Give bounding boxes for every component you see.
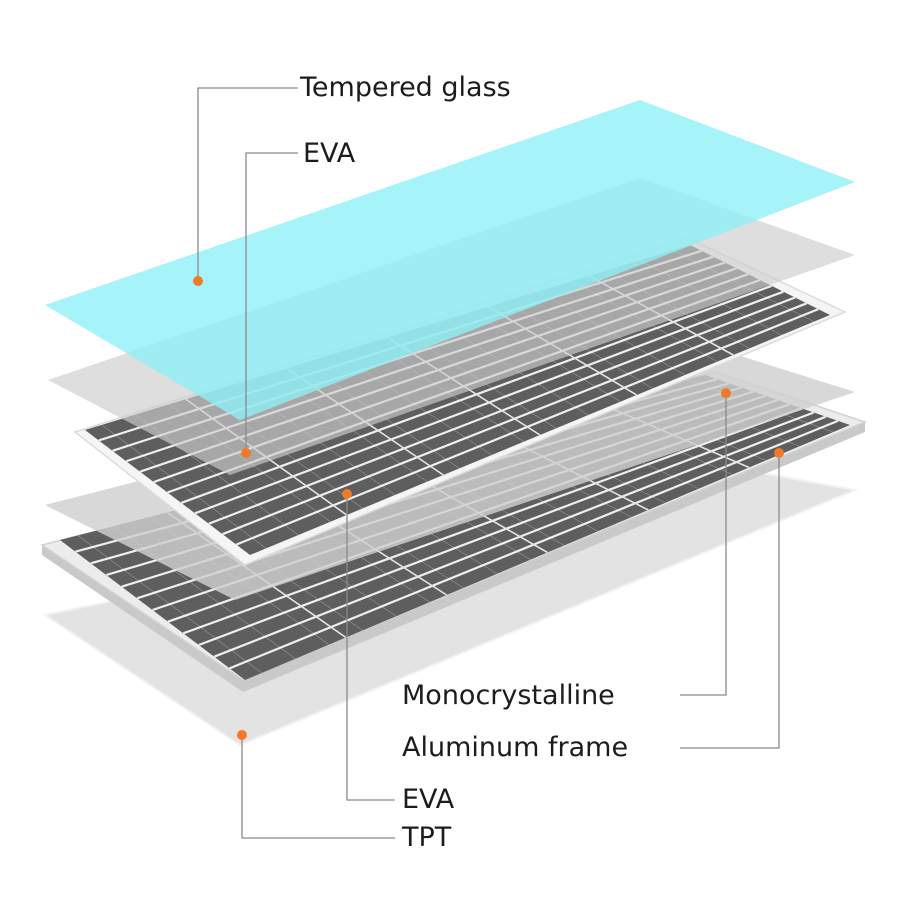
marker-aluminum-frame [774,448,784,458]
label-monocrystalline: Monocrystalline [402,680,615,711]
label-tempered-glass: Tempered glass [300,72,511,103]
tempered-glass-layer [45,100,855,420]
label-eva-top: EVA [303,138,356,169]
leader-lines [197,87,780,839]
marker-tempered-glass [193,276,203,286]
label-aluminum-frame: Aluminum frame [402,732,629,763]
leader-eva-bottom [346,494,395,801]
label-tpt: TPT [402,822,452,853]
leader-eva-top [245,152,298,453]
lower-cell-busbar-line [77,535,262,674]
upper-cell-busbar-line [101,424,267,549]
leader-monocrystalline [680,393,727,696]
marker-eva-top [241,448,251,458]
marker-eva-bottom [342,489,352,499]
markers [193,276,784,740]
marker-tpt [237,730,247,740]
leader-aluminum-frame [680,453,780,749]
label-eva-bottom: EVA [402,784,455,815]
marker-monocrystalline [721,388,731,398]
leader-tpt [241,735,395,839]
leader-tempered-glass [197,87,298,281]
